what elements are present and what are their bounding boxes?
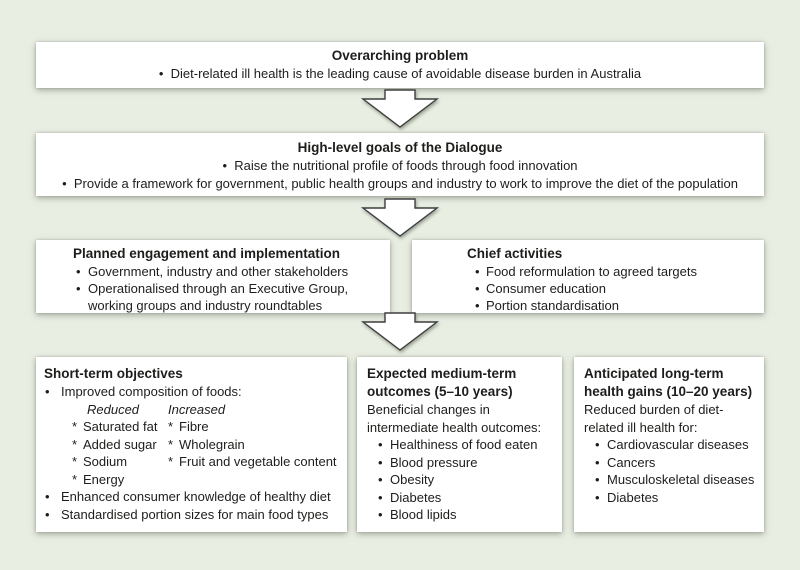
box-medium-term-outcomes: Expected medium-term outcomes (5–10 year… <box>357 357 562 532</box>
down-arrow-icon <box>360 89 440 128</box>
bullet-item: Blood lipids <box>378 506 554 524</box>
activities-bullet-list: Food reformulation to agreed targets Con… <box>475 263 756 314</box>
increased-column: Increased Fibre Wholegrain Fruit and veg… <box>168 401 345 489</box>
bullet-item: Improved composition of foods: <box>44 383 345 401</box>
goals-title: High-level goals of the Dialogue <box>297 140 503 155</box>
star-item: Added sugar <box>72 436 168 454</box>
bullet-item: Diabetes <box>378 489 554 507</box>
star-item: Sodium <box>72 453 168 471</box>
star-item: Fruit and vegetable content <box>168 453 345 471</box>
box-planned-engagement: Planned engagement and implementation Go… <box>36 240 390 313</box>
bullet-item: Provide a framework for government, publ… <box>36 175 764 193</box>
engagement-bullet-list: Government, industry and other stakehold… <box>76 263 382 314</box>
down-arrow-icon <box>360 312 440 351</box>
bullet-item: Operationalised through an Executive Gro… <box>76 280 382 314</box>
long-term-title: Anticipated long-term health gains (10–2… <box>584 366 753 399</box>
down-arrow-icon <box>360 198 440 237</box>
short-term-bullet-list: Improved composition of foods: <box>44 383 345 401</box>
star-item: Wholegrain <box>168 436 345 454</box>
box-long-term-health-gains: Anticipated long-term health gains (10–2… <box>574 357 764 532</box>
bullet-item: Portion standardisation <box>475 297 756 314</box>
box-overarching-problem: Overarching problem Diet-related ill hea… <box>36 42 764 88</box>
bullet-item: Cardiovascular diseases <box>595 436 760 454</box>
composition-columns: Reduced Saturated fat Added sugar Sodium… <box>72 401 345 489</box>
star-item: Saturated fat <box>72 418 168 436</box>
box-chief-activities: Chief activities Food reformulation to a… <box>412 240 764 314</box>
bullet-item: Blood pressure <box>378 454 554 472</box>
overarching-title: Overarching problem <box>331 48 469 63</box>
short-term-title: Short-term objectives <box>44 366 183 381</box>
bullet-item: Obesity <box>378 471 554 489</box>
bullet-item: Diet-related ill health is the leading c… <box>36 65 764 83</box>
medium-term-intro: Beneficial changes in intermediate healt… <box>367 402 542 435</box>
increased-column-header: Increased <box>168 401 226 417</box>
long-term-bullet-list: Cardiovascular diseases Cancers Musculos… <box>595 436 760 506</box>
medium-term-bullet-list: Healthiness of food eaten Blood pressure… <box>378 436 554 524</box>
long-term-intro: Reduced burden of diet-related ill healt… <box>584 402 724 435</box>
star-item: Energy <box>72 471 168 489</box>
bullet-item: Food reformulation to agreed targets <box>475 263 756 280</box>
bullet-item: Government, industry and other stakehold… <box>76 263 382 280</box>
star-item: Fibre <box>168 418 345 436</box>
bullet-item: Standardised portion sizes for main food… <box>44 506 345 524</box>
bullet-item: Enhanced consumer knowledge of healthy d… <box>44 488 345 506</box>
bullet-item: Musculoskeletal diseases <box>595 471 760 489</box>
bullet-item: Diabetes <box>595 489 760 507</box>
bullet-item: Cancers <box>595 454 760 472</box>
medium-term-title: Expected medium-term outcomes (5–10 year… <box>367 366 517 399</box>
bullet-item: Raise the nutritional profile of foods t… <box>36 157 764 175</box>
reduced-column-header: Reduced <box>87 401 140 417</box>
engagement-title: Planned engagement and implementation <box>73 246 341 261</box>
activities-title: Chief activities <box>467 246 563 261</box>
short-term-bullet-list: Enhanced consumer knowledge of healthy d… <box>44 488 345 523</box>
bullet-item: Consumer education <box>475 280 756 297</box>
box-short-term-objectives: Short-term objectives Improved compositi… <box>36 357 347 532</box>
reduced-column: Reduced Saturated fat Added sugar Sodium… <box>72 401 168 489</box>
box-high-level-goals: High-level goals of the Dialogue Raise t… <box>36 133 764 196</box>
bullet-item: Healthiness of food eaten <box>378 436 554 454</box>
